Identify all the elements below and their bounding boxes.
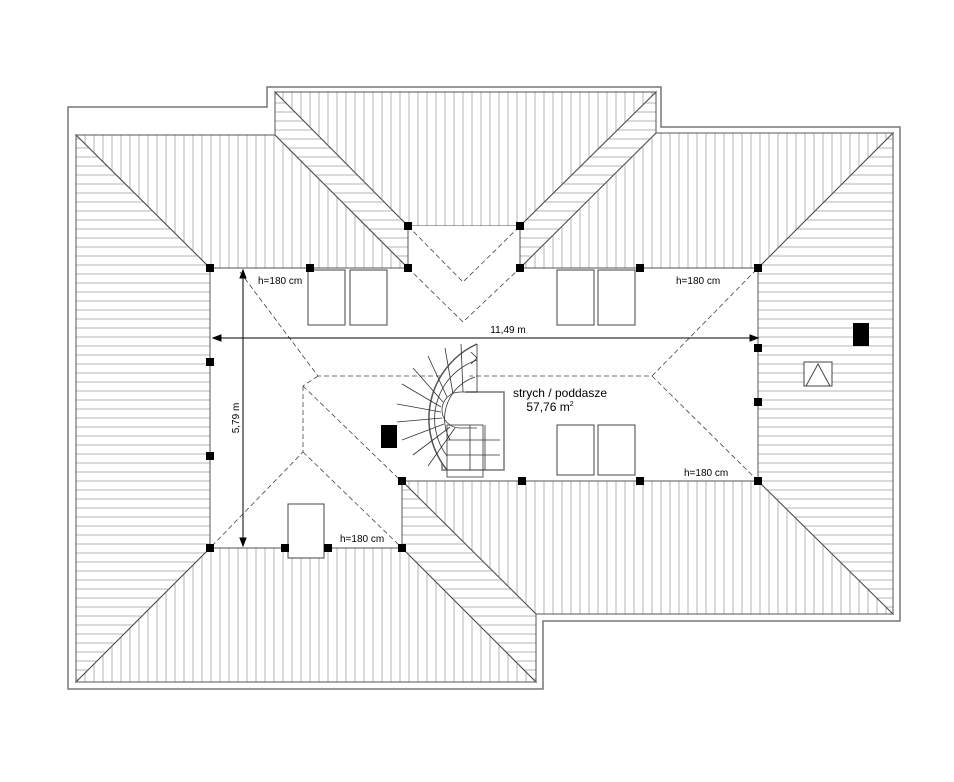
outer-border	[67, 86, 901, 690]
skylights	[287, 269, 636, 559]
room-area: 57,76 m2	[526, 400, 573, 414]
chimney	[853, 323, 869, 346]
skylight	[287, 503, 325, 559]
dashed-ridge-lines	[209, 225, 759, 549]
columns	[206, 222, 762, 552]
ventilation-duct	[803, 361, 833, 387]
room-area-sup: 2	[570, 401, 574, 408]
skylight	[556, 424, 595, 476]
height-label: h=180 cm	[340, 534, 384, 545]
spiral-staircase	[396, 343, 505, 478]
skylight	[307, 269, 346, 326]
roof-faces	[74, 90, 895, 684]
dimension-width-label: 11,49 m	[490, 325, 525, 336]
dimension-depth-label: 5,79 m	[231, 403, 242, 434]
chimney	[381, 425, 397, 448]
height-label: h=180 cm	[676, 276, 720, 287]
dimension-lines	[211, 268, 760, 548]
skylight	[597, 269, 636, 326]
height-label: h=180 cm	[258, 276, 302, 287]
dormer-valley	[408, 226, 520, 322]
skylight	[556, 269, 595, 326]
skylight	[597, 424, 636, 476]
height-label: h=180 cm	[684, 468, 728, 479]
skylight	[349, 269, 388, 326]
room-name: strych / poddasze	[513, 386, 607, 400]
room-area-value: 57,76 m	[526, 400, 569, 414]
